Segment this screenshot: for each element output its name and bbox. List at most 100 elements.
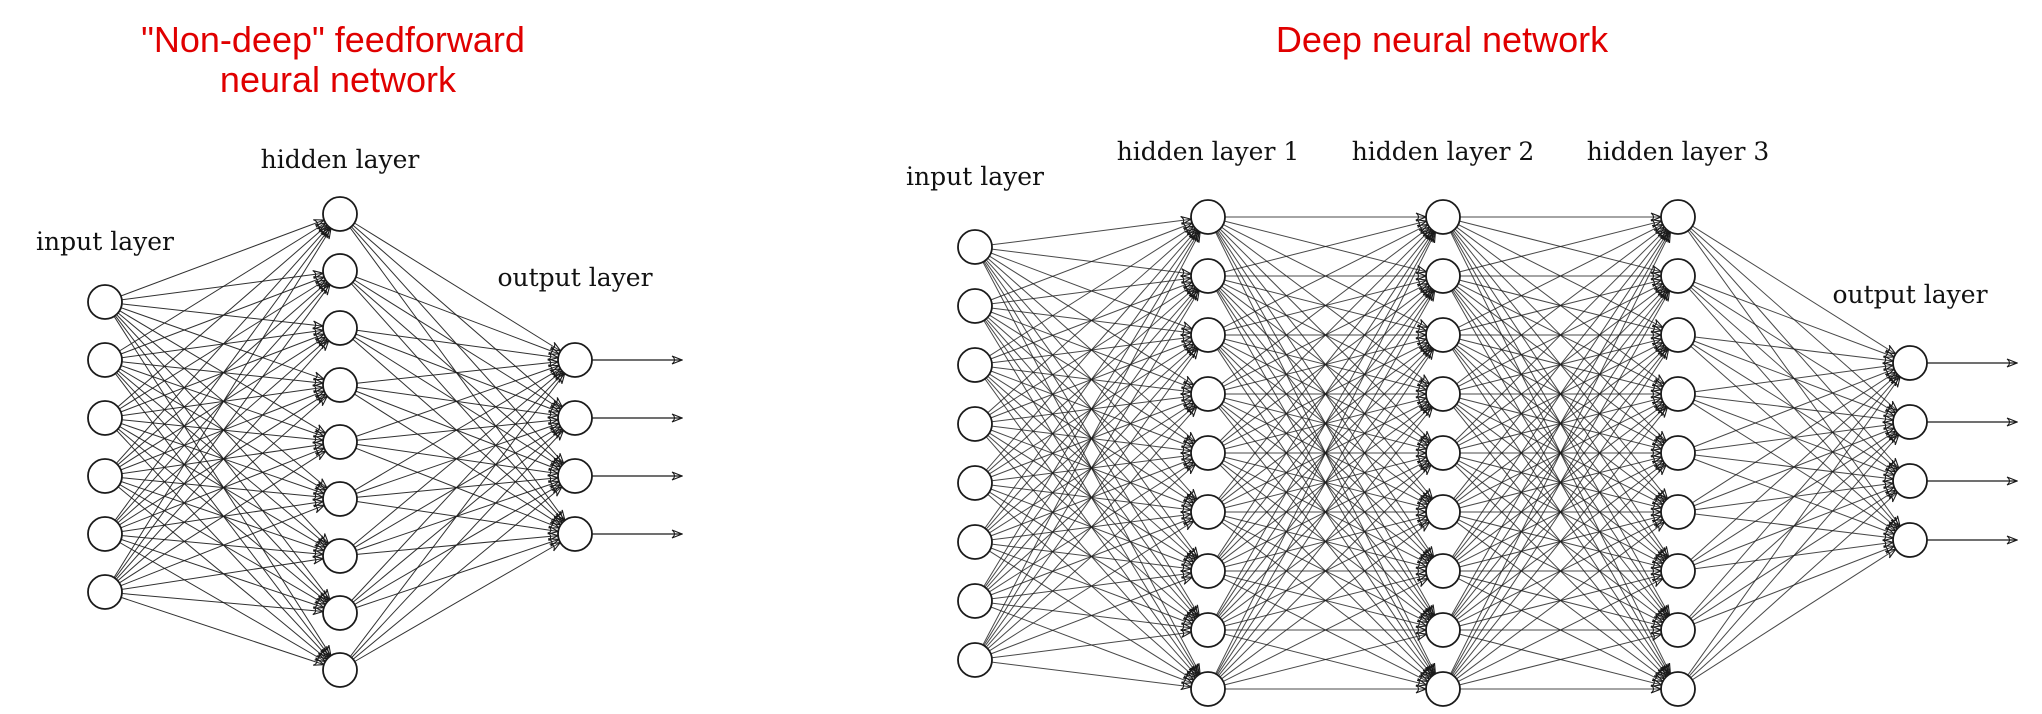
deep-edge-l1-n8-to-n0: [1215, 232, 1436, 675]
deep-edge-l1-n3-to-n0: [1221, 227, 1430, 385]
deep-edge-l2-n8-to-n5: [1456, 522, 1665, 680]
deep-edge-l3-n2-to-n0: [1694, 336, 1893, 361]
deep-neuron-layer2-2: [1425, 258, 1461, 294]
deep-neuron-layer0-8: [957, 642, 993, 678]
deep-edge-l1-n8-to-n2: [1216, 349, 1433, 676]
deep-neuron-layer1-9: [1190, 671, 1226, 707]
deep-edge-l2-n8-to-n1: [1450, 291, 1669, 675]
deep-neuron-layer3-9: [1660, 671, 1696, 707]
deep-edge-l3-n1-to-n0: [1693, 281, 1894, 357]
shallow-neuron-layer0-4: [87, 458, 123, 494]
deep-neuron-layer4-3: [1892, 463, 1928, 499]
shallow-neuron-layer2-3: [557, 458, 593, 494]
deep-edge-l1-n8-to-n3: [1218, 407, 1433, 677]
deep-edge-l2-n2-to-n0: [1457, 225, 1663, 328]
shallow-edge-l1-n2-to-n0: [356, 329, 558, 357]
shallow-neuron-layer0-2: [87, 342, 123, 378]
shallow-connections: [113, 220, 565, 665]
shallow-neuron-layer1-9: [322, 652, 358, 688]
shallow-title-line-1: "Non-deep" feedforward: [141, 19, 525, 60]
shallow-input-layer-label: input layer: [36, 227, 174, 256]
deep-edge-l3-n7-to-n0: [1688, 376, 1899, 618]
deep-edge-l3-n5-to-n0: [1692, 372, 1895, 504]
deep-edge-l2-n7-to-n0: [1450, 232, 1669, 616]
shallow-neuron-layer1-4: [322, 367, 358, 403]
shallow-edge-l1-n8-to-n3: [354, 543, 561, 662]
shallow-output-layer-label: output layer: [497, 263, 652, 292]
deep-neuron-layer3-2: [1660, 258, 1696, 294]
shallow-edge-l0-n5-to-n2: [115, 341, 328, 580]
deep-neuron-layer0-5: [957, 465, 993, 501]
deep-neuron-layer4-4: [1892, 522, 1928, 558]
deep-edge-l0-n4-to-n0: [985, 230, 1197, 471]
deep-edge-l0-n7-to-n8: [991, 661, 1191, 687]
shallow-neuron-layer1-7: [322, 538, 358, 574]
shallow-neuron-layer2-4: [557, 516, 593, 552]
deep-edge-l0-n7-to-n6: [990, 577, 1192, 655]
deep-edge-l1-n2-to-n0: [1222, 225, 1428, 328]
deep-edge-l1-n8-to-n6: [1222, 579, 1428, 682]
deep-neuron-layer1-5: [1190, 435, 1226, 471]
shallow-title-line-2: neural network: [220, 59, 457, 100]
shallow-edge-l0-n1-to-n0: [119, 223, 325, 352]
shallow-title: "Non-deep" feedforward neural network: [141, 19, 535, 100]
deep-neuron-layer2-1: [1425, 199, 1461, 235]
deep-edge-l0-n1-to-n0: [990, 223, 1192, 301]
shallow-neuron-layer0-5: [87, 516, 123, 552]
deep-edge-l0-n7-to-n0: [982, 232, 1200, 646]
deep-neuron-layer1-1: [1190, 199, 1226, 235]
shallow-edge-l0-n5-to-n3: [117, 396, 327, 582]
shallow-neuron-layer0-6: [87, 574, 123, 610]
deep-output-layer-label: output layer: [1832, 280, 1987, 309]
deep-edge-l0-n7-to-n3: [985, 407, 1197, 648]
deep-edge-l2-n1-to-n0: [1459, 221, 1662, 273]
deep-output-arrows: [1927, 363, 2017, 540]
deep-neuron-layer2-5: [1425, 435, 1461, 471]
deep-neuron-layer3-1: [1660, 199, 1696, 235]
shallow-neuron-layer1-3: [322, 310, 358, 346]
deep-hidden-layer-2-label: hidden layer 2: [1352, 137, 1535, 166]
shallow-neuron-layer2-1: [557, 342, 593, 378]
deep-edge-l2-n6-to-n0: [1451, 231, 1668, 558]
shallow-edge-l0-n5-to-n0: [113, 228, 331, 578]
shallow-edge-l1-n0-to-n0: [354, 222, 560, 351]
shallow-edge-l0-n5-to-n8: [120, 596, 324, 664]
shallow-neuron-layer1-5: [322, 424, 358, 460]
deep-neuron-layer2-7: [1425, 553, 1461, 589]
deep-edge-l1-n5-to-n0: [1218, 230, 1433, 500]
deep-edge-l0-n3-to-n0: [987, 228, 1196, 414]
deep-edge-l1-n8-to-n4: [1219, 465, 1431, 678]
shallow-output-arrows: [592, 360, 682, 534]
shallow-edge-l0-n5-to-n4: [119, 451, 325, 584]
shallow-neuron-layer0-3: [87, 400, 123, 436]
deep-neuron-layer4-2: [1892, 404, 1928, 440]
deep-neuron-layer1-4: [1190, 376, 1226, 412]
deep-input-layer-label: input layer: [906, 162, 1044, 191]
shallow-neuron-layer1-2: [322, 253, 358, 289]
deep-edge-l3-n8-to-n1: [1688, 435, 1899, 677]
deep-edge-l1-n8-to-n5: [1221, 522, 1430, 680]
shallow-edge-l1-n3-to-n0: [356, 362, 558, 384]
shallow-neuron-layer2-2: [557, 400, 593, 436]
deep-edge-l3-n3-to-n0: [1694, 365, 1893, 393]
deep-neuron-layer1-7: [1190, 553, 1226, 589]
deep-edge-l3-n8-to-n0: [1687, 377, 1900, 676]
deep-neuron-layer3-7: [1660, 553, 1696, 589]
deep-edge-l0-n5-to-n0: [984, 231, 1198, 529]
deep-edge-l1-n4-to-n0: [1219, 229, 1431, 442]
shallow-neuron-layer1-6: [322, 481, 358, 517]
shallow-edge-l1-n1-to-n0: [355, 276, 559, 354]
deep-neuron-layer2-8: [1425, 612, 1461, 648]
deep-neuron-layer3-4: [1660, 376, 1696, 412]
shallow-neuron-layer1-8: [322, 595, 358, 631]
shallow-edge-l0-n3-to-n0: [116, 227, 328, 464]
deep-neurons: [957, 199, 1928, 707]
deep-neuron-layer3-5: [1660, 435, 1696, 471]
deep-connections: [982, 217, 1900, 689]
shallow-edge-l1-n6-to-n0: [352, 371, 562, 546]
deep-edge-l0-n0-to-n0: [991, 219, 1191, 246]
deep-neuron-layer1-2: [1190, 258, 1226, 294]
deep-edge-l0-n7-to-n7: [991, 632, 1191, 659]
deep-neuron-layer2-9: [1425, 671, 1461, 707]
